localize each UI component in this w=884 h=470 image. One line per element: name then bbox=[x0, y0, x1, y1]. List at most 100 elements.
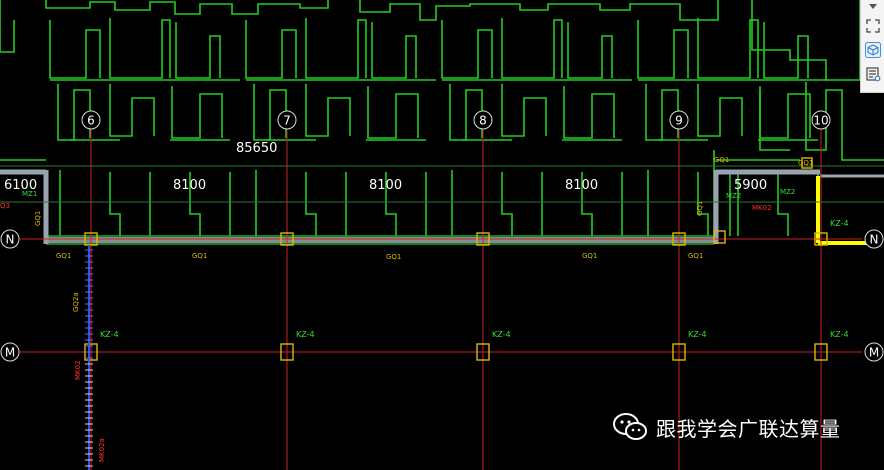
axis-bubble-label: 7 bbox=[283, 114, 291, 128]
axis-grid bbox=[20, 130, 862, 470]
axis-bubble-M: M bbox=[864, 342, 884, 362]
wall-segment bbox=[805, 82, 884, 161]
label-gq1-c: GQ1 bbox=[386, 253, 401, 261]
axis-bubble-circle bbox=[473, 110, 493, 130]
wall-segment bbox=[637, 20, 689, 79]
axis-bubble-6: 6 bbox=[81, 110, 101, 130]
wall-segment bbox=[0, 0, 15, 53]
label-kz4-m7: KZ-4 bbox=[296, 330, 315, 339]
label-gq1-h: GQ1 bbox=[34, 211, 42, 226]
label-kz4-m9: KZ-4 bbox=[688, 330, 707, 339]
wall-segment bbox=[59, 170, 121, 236]
fullscreen-icon[interactable] bbox=[863, 16, 883, 36]
wall-segment bbox=[253, 84, 287, 141]
wall-segment bbox=[645, 84, 679, 141]
wall-segment bbox=[501, 84, 547, 137]
axis-bubbles: 6 7 8 9 10N N M M bbox=[0, 110, 884, 362]
column-n-extra bbox=[713, 230, 726, 244]
column-top-10 bbox=[801, 157, 813, 169]
wall-segment bbox=[305, 84, 351, 137]
wall-segment bbox=[305, 18, 367, 79]
dimension-chain bbox=[0, 165, 884, 203]
axis-bubble-label: 10 bbox=[813, 114, 828, 128]
span-dim-5: 5900 bbox=[734, 178, 767, 193]
span-dim-4: 8100 bbox=[565, 178, 598, 193]
wall-segment bbox=[149, 172, 231, 236]
wall-segment bbox=[175, 22, 221, 79]
label-gq2a: GQ2a bbox=[72, 292, 80, 312]
wall-segment bbox=[345, 172, 427, 236]
wall-segment bbox=[697, 84, 743, 137]
axis-bubble-label: M bbox=[5, 346, 15, 360]
wall-segment bbox=[567, 22, 613, 79]
span-dim-1: 6100 bbox=[4, 178, 37, 193]
wall-segment bbox=[501, 18, 563, 79]
label-kz4-m10: KZ-4 bbox=[830, 330, 849, 339]
axis-bubble-circle bbox=[277, 110, 297, 130]
label-gq1-d: GQ1 bbox=[582, 252, 597, 260]
label-kz4-m6: KZ-4 bbox=[100, 330, 119, 339]
wall-segment bbox=[109, 84, 155, 137]
vertical-beam[interactable] bbox=[85, 245, 93, 470]
wall-segment bbox=[763, 22, 809, 79]
wall-segment bbox=[441, 20, 493, 79]
column-m-7 bbox=[280, 343, 294, 361]
axis-bubble-label: 9 bbox=[675, 114, 683, 128]
label-mk02a: MK02a bbox=[98, 438, 106, 462]
label-mz2-a: MZ2 bbox=[726, 192, 741, 200]
axis-bubble-label: N bbox=[870, 233, 879, 247]
column-m-9 bbox=[672, 343, 686, 361]
label-gq1-g: GQ1 bbox=[798, 159, 813, 167]
axis-bubble-9: 9 bbox=[669, 110, 689, 130]
wall-segment bbox=[759, 90, 790, 151]
watermark-text: 跟我学会广联达算量 bbox=[656, 416, 841, 441]
axis-bubble-7: 7 bbox=[277, 110, 297, 130]
label-mz2-b: MZ2 bbox=[780, 188, 795, 196]
wall-segment bbox=[109, 18, 171, 79]
wall-segment bbox=[367, 86, 419, 139]
axis-bubble-N: N bbox=[0, 229, 20, 249]
wall-segment bbox=[647, 170, 709, 236]
label-mk02-v: MK02 bbox=[74, 360, 82, 380]
label-q3: Q3 bbox=[0, 202, 10, 210]
column-n-7 bbox=[280, 232, 294, 246]
wall-segment bbox=[171, 86, 223, 139]
column-n-9 bbox=[672, 232, 686, 246]
axis-bubble-label: M bbox=[869, 346, 879, 360]
wall-segment bbox=[371, 22, 417, 79]
wall-segment bbox=[451, 170, 513, 236]
label-kz4-m8: KZ-4 bbox=[492, 330, 511, 339]
label-mz1: MZ1 bbox=[22, 190, 37, 198]
main-wall-band[interactable] bbox=[0, 169, 884, 245]
axis-bubble-circle bbox=[669, 110, 689, 130]
wechat-icon bbox=[613, 413, 647, 440]
axis-bubble-label: 8 bbox=[479, 114, 487, 128]
label-gq1-f: GQ1 bbox=[714, 156, 729, 164]
column-n-8 bbox=[476, 232, 490, 246]
wall-segment bbox=[255, 170, 317, 236]
axis-bubble-8: 8 bbox=[473, 110, 493, 130]
column-n-10 bbox=[814, 232, 828, 246]
wall-segment bbox=[359, 0, 719, 21]
span-dim-2: 8100 bbox=[173, 178, 206, 193]
label-mk02: MK02 bbox=[752, 204, 772, 212]
watermark: 跟我学会广联达算量 bbox=[612, 412, 841, 442]
column-m-10 bbox=[814, 343, 828, 361]
cube-icon[interactable] bbox=[863, 40, 883, 60]
wall-segment bbox=[57, 84, 91, 141]
axis-bubble-circle bbox=[0, 229, 20, 249]
axis-bubble-N: N bbox=[864, 229, 884, 249]
axis-bubble-label: N bbox=[6, 233, 15, 247]
wall-segment bbox=[245, 20, 297, 79]
wall-segment bbox=[45, 0, 329, 15]
wall-segment bbox=[563, 86, 615, 139]
column-markers[interactable] bbox=[84, 157, 828, 361]
properties-icon[interactable] bbox=[863, 64, 883, 84]
column-n-6 bbox=[84, 232, 98, 246]
overall-dimension: 85650 bbox=[236, 141, 277, 156]
wall-segment bbox=[697, 18, 759, 79]
axis-bubble-circle bbox=[864, 342, 884, 362]
view-toolbar bbox=[860, 0, 884, 93]
caret-down-icon[interactable] bbox=[863, 0, 883, 14]
